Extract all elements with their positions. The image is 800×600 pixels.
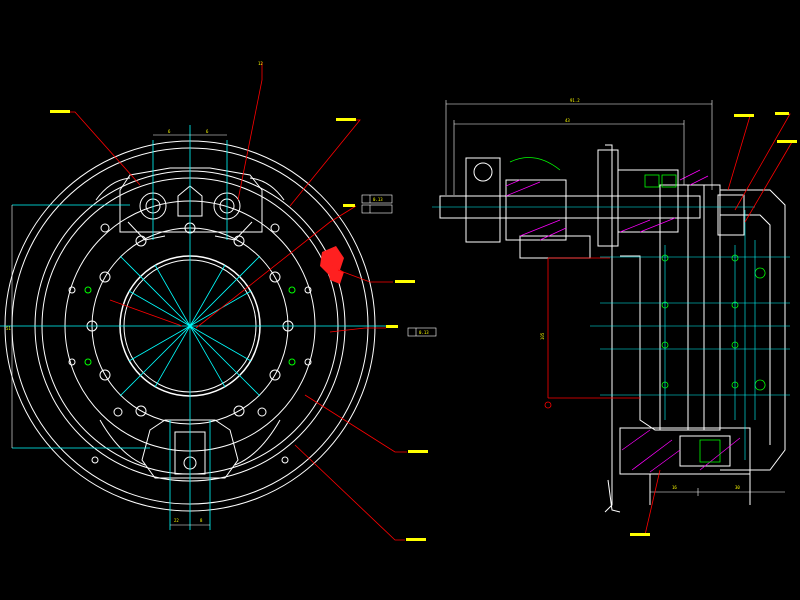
- highlighted-component: [320, 246, 344, 284]
- dim-bottom-right: 8: [200, 518, 203, 523]
- callout-top-number: 12: [258, 61, 263, 66]
- tolerance-upper-value: 0.13: [373, 197, 383, 202]
- callout-label-bottom: [406, 538, 426, 541]
- dim-bottom-right: 30: [735, 485, 740, 490]
- tolerance-lower-value: 0.13: [419, 330, 429, 335]
- drum-inner-shell: [720, 214, 771, 445]
- callout-label-angled: [343, 204, 355, 207]
- side-view-centerlines: [432, 206, 790, 460]
- side-view-red-dimension: [544, 257, 640, 409]
- hub-bolt-left: [473, 162, 493, 182]
- callout-label-right-mid: [395, 280, 415, 283]
- lug-nut: [717, 194, 745, 236]
- callout-label-side-1: [734, 114, 754, 117]
- callout-label-side-4: [630, 533, 650, 536]
- adjuster-section: [619, 427, 751, 475]
- shoe-ends-top: [127, 221, 253, 241]
- tolerance-frame-lower: [407, 327, 437, 337]
- callout-label-lower-right: [408, 450, 428, 453]
- front-view-callout-labels: [50, 110, 428, 541]
- front-view-section-holes: [84, 286, 296, 366]
- shoe-rivets: [68, 223, 312, 464]
- anchor-bracket: [119, 167, 263, 233]
- callout-label-top-right: [336, 118, 356, 121]
- dim-bottom-left: 22: [174, 518, 179, 523]
- hub-flange-left: [465, 157, 501, 243]
- shoe-tip-left: [95, 177, 131, 201]
- side-view-dimensions: [445, 100, 785, 496]
- return-spring-left: [99, 419, 146, 466]
- dim-overall-width: 91.2: [570, 98, 580, 103]
- bearing-housing-right: [617, 169, 679, 233]
- drum-outer-shell: [720, 189, 786, 471]
- dim-top-right: 6: [206, 129, 209, 134]
- side-view-callout-labels: [630, 112, 797, 536]
- callout-label-side-3: [777, 140, 797, 143]
- dim-vertical-left: 51: [6, 326, 11, 331]
- tolerance-frame-upper: [361, 194, 393, 214]
- callout-label-top-left: [50, 110, 70, 113]
- return-spring-right: [234, 419, 281, 466]
- callout-label-right: [386, 325, 398, 328]
- dim-inner-width: 43: [565, 118, 570, 123]
- dim-bottom-left: 16: [672, 485, 677, 490]
- cam-block: [177, 185, 203, 217]
- drum-web: [687, 184, 705, 431]
- shoe-tip-right: [249, 177, 285, 201]
- callout-label-side-2: [775, 112, 789, 115]
- front-view-centerlines: [0, 125, 395, 530]
- bearing-housing-left: [505, 179, 567, 241]
- adjuster-housing: [141, 419, 239, 479]
- dim-vertical: 105: [540, 332, 545, 340]
- front-view-dimensions: [11, 134, 227, 526]
- backing-plate-edge: [604, 144, 613, 513]
- break-line-top: [509, 157, 561, 171]
- plate-foot: [607, 479, 621, 513]
- dim-top-left: 6: [168, 129, 171, 134]
